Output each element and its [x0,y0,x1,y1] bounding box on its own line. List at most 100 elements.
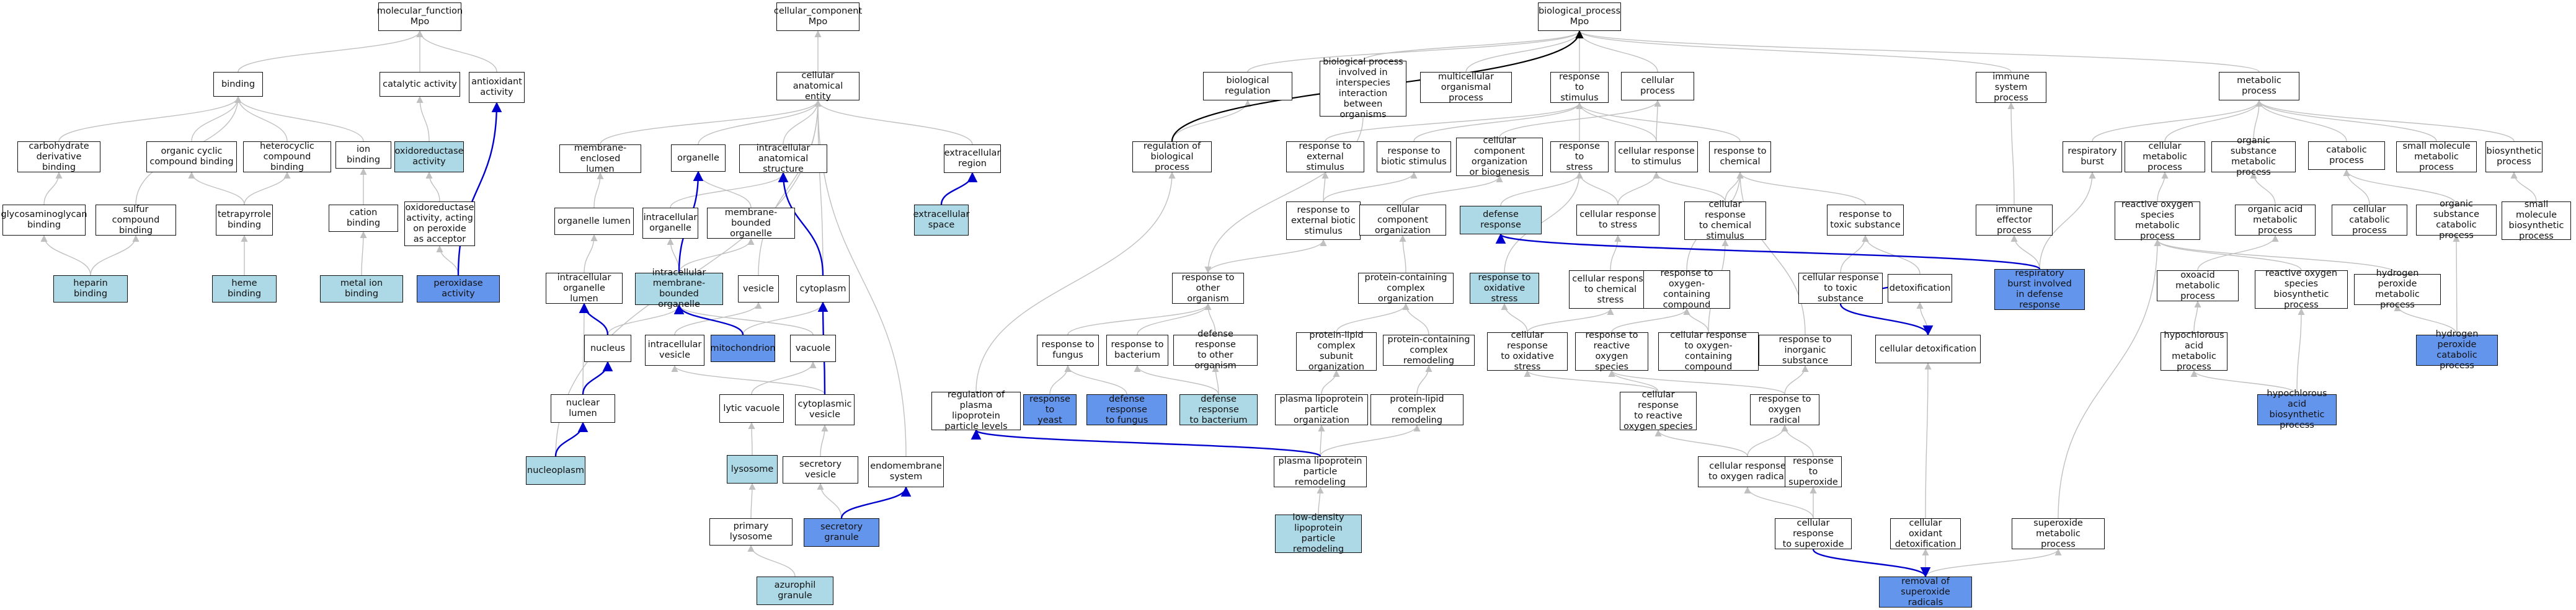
node-cytoplasmic-vesicle[interactable]: cytoplasmic vesicle [795,394,855,425]
node-cellular-response-to-stress[interactable]: cellular response to stress [1576,205,1659,236]
node-azurophil-granule[interactable]: azurophil granule [757,577,833,605]
node-mitochondrion[interactable]: mitochondrion [710,335,776,362]
node-vesicle[interactable]: vesicle [738,275,779,303]
node-secretory-vesicle[interactable]: secretory vesicle [783,456,858,484]
node-nucleoplasm[interactable]: nucleoplasm [526,456,585,485]
node-intracellular-anatomical-structure[interactable]: intracellular anatomical structure [739,143,827,174]
node-response-to-bacterium[interactable]: response to bacterium [1106,335,1168,366]
node-organic-acid-metabolic-process[interactable]: organic acid metabolic process [2235,205,2316,236]
node-immune-system-process[interactable]: immune system process [1976,72,2046,103]
node-response-to-oxygen-radical[interactable]: response to oxygen radical [1750,394,1819,425]
node-protein-containing-complex-organization[interactable]: protein-containing complex organization [1358,273,1454,304]
node-intracellular-vesicle[interactable]: intracellular vesicle [645,335,704,366]
node-nuclear-lumen[interactable]: nuclear lumen [551,394,615,423]
node-response-to-stimulus[interactable]: response to stimulus [1550,72,1609,103]
node-hydrogen-peroxide-metabolic-process[interactable]: hydrogen peroxide metabolic process [2354,268,2441,310]
node-response-to-external-biotic-stimulus[interactable]: response to external biotic stimulus [1286,201,1361,240]
node-lysosome[interactable]: lysosome [727,455,778,484]
node-response-to-external-stimulus[interactable]: response to external stimulus [1286,141,1364,172]
node-regulation-of-plasma-lipoprotein-particle-levels[interactable]: regulation of plasma lipoprotein particl… [931,390,1021,431]
node-respiratory-burst[interactable]: respiratory burst [2063,141,2122,172]
node-cellular-oxidant-detoxification[interactable]: cellular oxidant detoxification [1890,518,1961,549]
node-catalytic-activity[interactable]: catalytic activity [380,72,460,97]
node-cellular-response-to-oxidative-stress[interactable]: cellular response to oxidative stress [1487,330,1568,372]
node-cellular-response-to-superoxide[interactable]: cellular response to superoxide [1775,518,1852,549]
node-detoxification[interactable]: detoxification [1888,274,1952,303]
node-cellular-process[interactable]: cellular process [1621,72,1694,100]
node-cellular-response-to-chemical-stress[interactable]: cellular response to chemical stress [1569,270,1652,309]
node-small-molecule-biosynthetic-process[interactable]: small molecule biosynthetic process [2502,200,2571,241]
node-cellular-detoxification[interactable]: cellular detoxification [1875,335,1981,363]
node-heparin-binding[interactable]: heparin binding [53,275,128,303]
node-oxoacid-metabolic-process[interactable]: oxoacid metabolic process [2157,270,2239,301]
node-ros-biosynthetic-process[interactable]: reactive oxygen species biosynthetic pro… [2255,268,2348,310]
node-cellular-metabolic-process[interactable]: cellular metabolic process [2125,141,2205,172]
node-metabolic-process[interactable]: metabolic process [2219,72,2299,100]
node-defense-response[interactable]: defense response [1460,206,1542,234]
node-hypochlorous-acid-biosynthetic-process[interactable]: hypochlorous acid biosynthetic process [2257,389,2337,430]
node-membrane-enclosed-lumen[interactable]: membrane-enclosed lumen [559,143,641,174]
node-cellular-component-organization[interactable]: cellular component organization [1359,205,1446,236]
node-bp-interspecies[interactable]: biological process involved in interspec… [1320,57,1406,120]
node-removal-of-superoxide-radicals[interactable]: removal of superoxide radicals [1879,577,1972,608]
node-vacuole[interactable]: vacuole [790,335,836,362]
node-cellular-catabolic-process[interactable]: cellular catabolic process [2332,205,2407,236]
node-response-to-stress[interactable]: response to stress [1550,141,1609,172]
node-biosynthetic-process[interactable]: biosynthetic process [2485,141,2543,172]
node-response-to-oxidative-stress[interactable]: response to oxidative stress [1470,273,1539,304]
node-molecular-function[interactable]: molecular_function Mpo [377,2,463,31]
node-ion-binding[interactable]: ion binding [335,141,391,169]
node-defense-response-to-bacterium[interactable]: defense response to bacterium [1179,394,1258,425]
node-response-to-biotic-stimulus[interactable]: response to biotic stimulus [1377,141,1451,172]
node-organelle[interactable]: organelle [671,144,726,172]
node-cation-binding[interactable]: cation binding [329,205,398,232]
node-protein-lipid-complex-subunit-organization[interactable]: protein-lipid complex subunit organizati… [1296,330,1377,372]
node-tetrapyrrole-binding[interactable]: tetrapyrrole binding [216,205,273,236]
node-cellular-response-to-oxygen-containing-compound[interactable]: cellular response to oxygen-containing c… [1658,330,1759,372]
node-hypochlorous-acid-metabolic-process[interactable]: hypochlorous acid metabolic process [2161,330,2227,372]
node-carbohydrate-derivative-binding[interactable]: carbohydrate derivative binding [17,141,100,172]
node-cellular-response-to-oxygen-radical[interactable]: cellular response to oxygen radical [1698,456,1797,487]
node-cellular-component[interactable]: cellular_component Mpo [774,2,862,31]
node-response-to-other-organism[interactable]: response to other organism [1172,273,1244,304]
node-response-to-inorganic-substance[interactable]: response to inorganic substance [1759,335,1852,366]
node-organic-substance-metabolic-process[interactable]: organic substance metabolic process [2211,136,2296,177]
node-primary-lysosome[interactable]: primary lysosome [709,518,793,546]
node-cellular-response-to-chemical-stimulus[interactable]: cellular response to chemical stimulus [1684,200,1766,241]
node-immune-effector-process[interactable]: immune effector process [1976,205,2053,236]
node-ros-metabolic-process[interactable]: reactive oxygen species metabolic proces… [2115,200,2200,241]
node-low-density-lipoprotein-particle-remodeling[interactable]: low-density lipoprotein particle remodel… [1275,513,1362,554]
node-response-to-reactive-oxygen-species[interactable]: response to reactive oxygen species [1575,330,1648,372]
node-response-to-chemical[interactable]: response to chemical [1709,141,1771,172]
node-intracellular-organelle-lumen[interactable]: intracellular organelle lumen [546,273,623,304]
node-regulation-of-biological-process[interactable]: regulation of biological process [1132,141,1212,172]
node-biological-regulation[interactable]: biological regulation [1203,72,1292,100]
node-respiratory-burst-defense[interactable]: respiratory burst involved in defense re… [1994,268,2085,310]
node-antioxidant-activity[interactable]: antioxidant activity [469,72,525,103]
node-plasma-lipoprotein-particle-organization[interactable]: plasma lipoprotein particle organization [1275,394,1368,425]
node-cellular-component-org-biogenesis[interactable]: cellular component organization or bioge… [1456,136,1543,177]
node-cellular-response-to-toxic-substance[interactable]: cellular response to toxic substance [1798,273,1883,304]
node-organic-substance-catabolic-process[interactable]: organic substance catabolic process [2416,199,2497,241]
node-plasma-lipoprotein-particle-remodeling[interactable]: plasma lipoprotein particle remodeling [1274,456,1367,487]
node-intracellular-organelle[interactable]: intracellular organelle [642,208,698,239]
node-extracellular-region[interactable]: extracellular region [944,144,1001,173]
node-protein-lipid-complex-remodeling[interactable]: protein-lipid complex remodeling [1370,394,1463,425]
node-extracellular-space[interactable]: extracellular space [913,205,969,236]
node-oxidoreductase-activity[interactable]: oxidoreductase activity [394,141,464,172]
node-endomembrane-system[interactable]: endomembrane system [868,456,944,487]
node-heterocyclic-compound-binding[interactable]: heterocyclic compound binding [243,141,331,172]
node-organic-cyclic-compound-binding[interactable]: organic cyclic compound binding [146,141,237,172]
node-response-to-oxygen-containing-compound[interactable]: response to oxygen-containing compound [1643,268,1730,310]
node-heme-binding[interactable]: heme binding [212,275,277,303]
node-multicellular-organismal-process[interactable]: multicellular organismal process [1420,72,1512,103]
node-cytoplasm[interactable]: cytoplasm [796,275,850,303]
node-response-to-yeast[interactable]: response to yeast [1023,394,1077,425]
node-metal-ion-binding[interactable]: metal ion binding [320,275,403,303]
node-nucleus[interactable]: nucleus [584,335,631,362]
node-glycosaminoglycan-binding[interactable]: glycosaminoglycan binding [1,205,87,236]
node-intracellular-membrane-bounded-organelle[interactable]: intracellular membrane-bounded organelle [635,268,723,309]
node-cellular-response-to-stimulus[interactable]: cellular response to stimulus [1615,141,1698,172]
node-sulfur-compound-binding[interactable]: sulfur compound binding [95,205,176,236]
node-protein-containing-complex-remodeling[interactable]: protein-containing complex remodeling [1383,335,1475,366]
